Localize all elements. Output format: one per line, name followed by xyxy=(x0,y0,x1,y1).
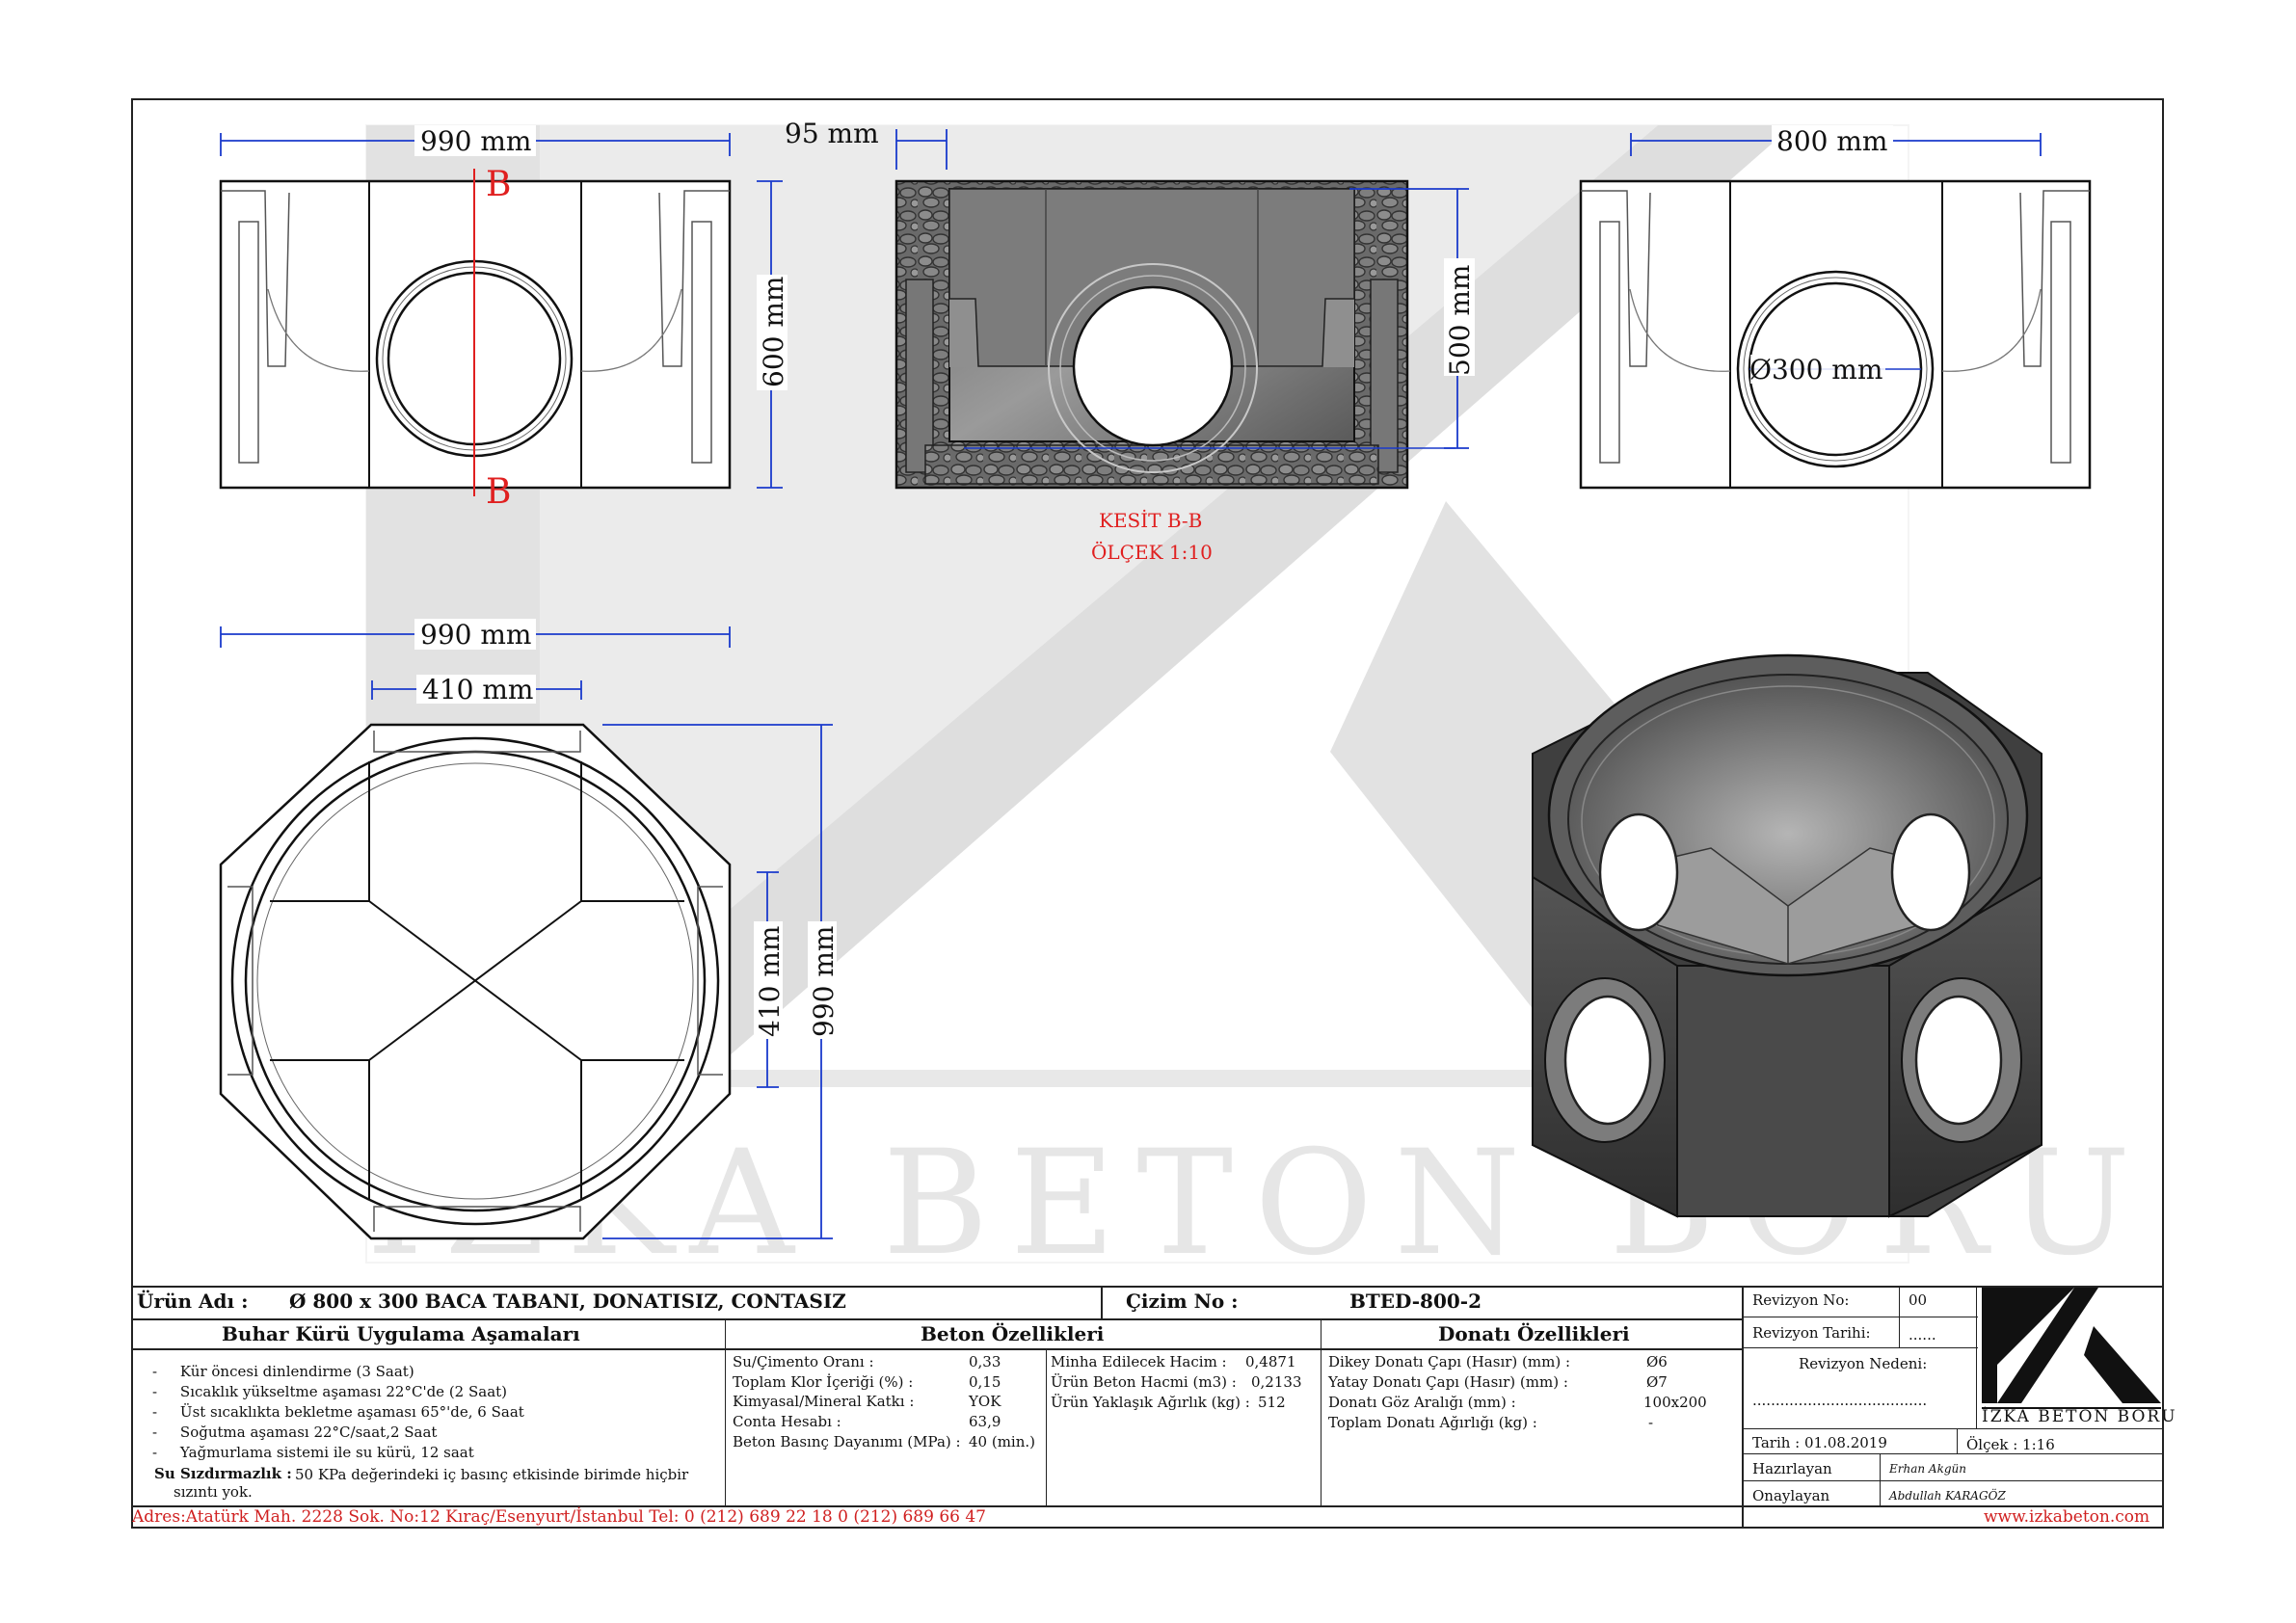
dim-front-width: 990 mm xyxy=(420,125,531,157)
section-caption-line1: KESİT B-B xyxy=(1099,509,1202,532)
company-address: Adres:Atatürk Mah. 2228 Sok. No:12 Kıraç… xyxy=(132,1507,987,1527)
side-view xyxy=(1579,179,2092,490)
title-block xyxy=(132,1286,2163,1530)
concrete-label: Su/Çimento Oranı : xyxy=(733,1353,874,1370)
tb-rule xyxy=(1321,1318,1322,1505)
revision-date-label: Revizyon Tarihi: xyxy=(1752,1324,1871,1342)
section-view xyxy=(894,179,1455,490)
revision-reason-label: Revizyon Nedeni: xyxy=(1799,1355,1928,1372)
tb-rule xyxy=(1101,1286,1103,1319)
tb-rule xyxy=(1880,1453,1881,1505)
approved-by-signature: Abdullah KARAGÖZ xyxy=(1889,1489,2006,1503)
tb-rule xyxy=(1742,1453,2163,1454)
concrete-value: 63,9 xyxy=(969,1413,1001,1430)
curing-heading: Buhar Kürü Uygulama Aşamaları xyxy=(222,1322,580,1345)
approved-label: Onaylayan xyxy=(1752,1487,1830,1504)
curing-step: - Yağmurlama sistemi ile su kürü, 12 saa… xyxy=(152,1444,474,1461)
scale: Ölçek : 1:16 xyxy=(1966,1436,2055,1453)
revision-no-label: Revizyon No: xyxy=(1752,1291,1850,1309)
tb-rule xyxy=(132,1348,1742,1350)
rebar-value: Ø7 xyxy=(1646,1373,1668,1391)
curing-step: - Sıcaklık yükseltme aşaması 22°C'de (2 … xyxy=(152,1383,508,1400)
rebar-label: Yatay Donatı Çapı (Hasır) (mm) : xyxy=(1328,1373,1568,1391)
render-3d-view xyxy=(1532,653,2042,1218)
page-frame xyxy=(131,98,2164,1529)
drawing-label: Çizim No : xyxy=(1126,1290,1239,1313)
tb-rule xyxy=(1899,1286,1900,1347)
curing-steps: - Kür öncesi dinlendirme (3 Saat) - Sıca… xyxy=(152,1362,524,1463)
concrete-value: 40 (min.) xyxy=(969,1433,1036,1450)
revision-date: ...... xyxy=(1909,1326,1936,1344)
tb-rule xyxy=(1742,1480,2163,1481)
tb-rule xyxy=(1742,1428,2163,1429)
watertight-label: Su Sızdırmazlık : xyxy=(154,1465,292,1482)
product-label: Ürün Adı : xyxy=(137,1290,249,1313)
concrete-label: Conta Hesabı : xyxy=(733,1413,841,1430)
revision-no: 00 xyxy=(1909,1291,1928,1309)
concrete-heading: Beton Özellikleri xyxy=(921,1322,1105,1345)
dim-top-flat-vertical: 410 mm xyxy=(754,926,786,1037)
tb-rule xyxy=(1742,1286,1744,1528)
curing-step: - Kür öncesi dinlendirme (3 Saat) xyxy=(152,1363,414,1380)
front-view xyxy=(219,169,732,496)
curing-step: - Soğutma aşaması 22°C/saat,2 Saat xyxy=(152,1423,438,1441)
section-caption-line2: ÖLÇEK 1:10 xyxy=(1091,540,1213,564)
volume-label: Ürün Beton Hacmi (m3) : xyxy=(1051,1373,1237,1391)
rebar-value: - xyxy=(1648,1414,1654,1431)
volume-label: Minha Edilecek Hacim : xyxy=(1051,1353,1227,1370)
tb-rule xyxy=(1046,1348,1047,1505)
rebar-label: Donatı Göz Aralığı (mm) : xyxy=(1328,1394,1516,1411)
rebar-label: Dikey Donatı Çapı (Hasır) (mm) : xyxy=(1328,1353,1571,1370)
tb-rule xyxy=(1742,1347,1978,1348)
section-mark-bottom: B xyxy=(486,472,511,512)
rebar-label: Toplam Donatı Ağırlığı (kg) : xyxy=(1328,1414,1537,1431)
prepared-label: Hazırlayan xyxy=(1752,1460,1832,1477)
tb-rule xyxy=(132,1505,2163,1507)
curing-step: - Üst sıcaklıkta bekletme aşaması 65°'de… xyxy=(152,1403,524,1421)
concrete-label: Beton Basınç Dayanımı (MPa) : xyxy=(733,1433,961,1450)
dim-section-height: 500 mm xyxy=(1444,265,1476,376)
tb-rule xyxy=(1957,1428,1958,1453)
logo-text: İZKA BETON BORU xyxy=(1982,1407,2177,1426)
dim-front-height: 600 mm xyxy=(758,277,789,387)
section-mark-top: B xyxy=(486,165,511,204)
dim-wall-thickness: 95 mm xyxy=(785,118,879,149)
dim-top-width: 990 mm xyxy=(420,619,531,651)
tb-rule xyxy=(725,1318,726,1505)
prepared-by-signature: Erhan Akgün xyxy=(1889,1462,1966,1476)
date: Tarih : 01.08.2019 xyxy=(1752,1434,1887,1451)
tb-rule xyxy=(132,1318,1742,1320)
concrete-value: 0,15 xyxy=(969,1373,1001,1391)
volume-value: 0,4871 xyxy=(1245,1353,1296,1370)
watertight-text-2: sızıntı yok. xyxy=(174,1483,253,1501)
concrete-label: Kimyasal/Mineral Katkı : xyxy=(733,1393,915,1410)
top-view xyxy=(219,723,732,1240)
weight-label: Ürün Yaklaşık Ağırlık (kg) : xyxy=(1051,1394,1250,1411)
revision-reason: ...................................... xyxy=(1752,1392,1928,1409)
company-website[interactable]: www.izkabeton.com xyxy=(1984,1507,2150,1527)
weight-value: 512 xyxy=(1258,1394,1286,1411)
drawing-number: BTED-800-2 xyxy=(1349,1290,1482,1313)
rebar-value: Ø6 xyxy=(1646,1353,1668,1370)
concrete-label: Toplam Klor İçeriği (%) : xyxy=(733,1373,914,1391)
volume-value: 0,2133 xyxy=(1251,1373,1302,1391)
dim-top-flat: 410 mm xyxy=(422,674,533,705)
dim-pipe-diameter: Ø300 mm xyxy=(1749,354,1882,386)
rebar-heading: Donatı Özellikleri xyxy=(1438,1322,1630,1345)
tb-rule xyxy=(1976,1286,1977,1428)
product-name: Ø 800 x 300 BACA TABANI, DONATISIZ, CONT… xyxy=(289,1290,846,1313)
concrete-value: YOK xyxy=(969,1393,1001,1410)
dim-side-width: 800 mm xyxy=(1776,125,1887,157)
concrete-value: 0,33 xyxy=(969,1353,1001,1370)
company-logo: İZKA BETON BORU xyxy=(1978,1288,2176,1426)
watertight-text: 50 KPa değerindeki iç basınç etkisinde b… xyxy=(295,1466,689,1483)
logo-mark-icon xyxy=(1982,1288,2161,1409)
rebar-value: 100x200 xyxy=(1643,1394,1707,1411)
dim-top-height: 990 mm xyxy=(808,926,840,1037)
